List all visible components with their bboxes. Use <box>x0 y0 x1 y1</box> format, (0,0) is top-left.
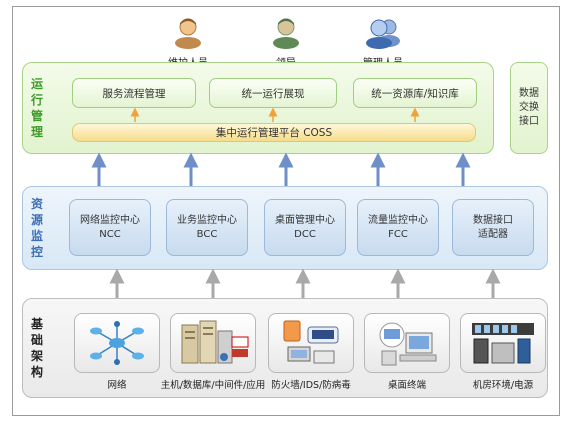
infrastructure-side-label: 基础 架构 <box>30 317 43 379</box>
service-process-box: 服务流程管理 <box>72 78 196 108</box>
exchange-line: 接口 <box>519 116 539 127</box>
infra-label-desktop: 桌面终端 <box>387 380 426 391</box>
user-leader: 领导 <box>246 15 326 69</box>
infra-label-servers: 主机/数据库/中间件/应用 <box>160 380 266 391</box>
leader-icon <box>273 18 299 49</box>
data-interface-adapter-box: 数据接口适配器 <box>452 199 534 256</box>
resource-knowledge-box: 统一资源库/知识库 <box>353 78 477 108</box>
manager-icon <box>366 19 400 49</box>
desktop-tile <box>364 313 450 373</box>
servers-icon <box>181 320 249 364</box>
infra-label-network: 网络 <box>107 380 127 391</box>
datacenter-icon <box>472 323 534 364</box>
servers-tile <box>170 313 256 373</box>
user-maintainer: 维护人员 <box>148 15 228 69</box>
operations-side-label: 运行 管理 <box>30 77 43 139</box>
datacenter-tile <box>460 313 546 373</box>
firewall-tile <box>268 313 354 373</box>
monitoring-side-label: 资源 监控 <box>30 197 43 259</box>
infra-label-datacenter: 机房环境/电源 <box>472 380 534 391</box>
desktop-terminal-icon <box>379 322 437 366</box>
maintainer-icon <box>175 18 201 49</box>
infra-label-firewall: 防火墙/IDS/防病毒 <box>271 380 351 391</box>
network-tile <box>74 313 160 373</box>
firewall-ids-icon <box>283 320 339 364</box>
coss-platform-bar: 集中运行管理平台 COSS <box>72 123 476 142</box>
user-manager: 管理人员 <box>343 15 423 69</box>
exchange-line: 数据 <box>519 88 539 99</box>
data-exchange-interface: 数据 交换 接口 <box>510 62 548 154</box>
exchange-line: 交换 <box>519 102 539 113</box>
network-icon <box>90 321 144 365</box>
unified-display-box: 统一运行展现 <box>209 78 337 108</box>
